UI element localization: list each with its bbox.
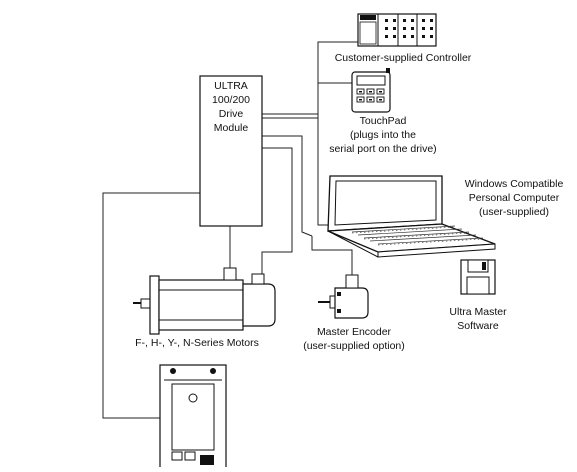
- touchpad-label-line-2: (plugs into the: [350, 129, 416, 141]
- drive-module: ULTRA 100/200 Drive Module: [199, 75, 263, 227]
- laptop-icon: [327, 175, 496, 258]
- shunt-module-icon: [159, 364, 227, 472]
- software-label-line-2: Software: [457, 320, 499, 332]
- drive-module-line-4: Module: [214, 122, 249, 134]
- controller-label: Customer-supplied Controller: [335, 52, 472, 64]
- touchpad-label-line-1: TouchPad: [360, 115, 407, 127]
- touchpad-icon: [351, 68, 391, 113]
- encoder-icon: [318, 274, 369, 319]
- motor-icon: [133, 267, 276, 335]
- drive-module-line-3: Drive: [219, 108, 244, 120]
- computer-label-line-1: Windows Compatible: [465, 178, 564, 190]
- cable-drive-to-motor-feedback: [261, 147, 293, 274]
- cable-encoder-feed: [311, 236, 353, 275]
- floppy-disk-icon: [460, 259, 496, 295]
- controller-icon: [357, 13, 437, 47]
- cable-drive-to-encoder: [262, 135, 313, 237]
- computer-label-line-2: Personal Computer: [469, 192, 560, 204]
- computer-label-line-3: (user-supplied): [479, 206, 549, 218]
- cable-drive-to-touchpad: [262, 82, 352, 119]
- encoder-label-line-2: (user-supplied option): [303, 340, 405, 352]
- touchpad-label-line-3: serial port on the drive): [329, 143, 436, 155]
- drive-module-line-2: 100/200: [212, 94, 250, 106]
- drive-module-line-1: ULTRA: [214, 80, 248, 92]
- software-label-line-1: Ultra Master: [449, 306, 507, 318]
- cable-drive-to-shunt: [102, 192, 200, 419]
- cables: [102, 41, 358, 419]
- motors-label: F-, H-, Y-, N-Series Motors: [135, 337, 259, 349]
- cable-drive-to-controller: [262, 41, 358, 115]
- cable-drive-to-computer: [317, 118, 330, 226]
- encoder-label-line-1: Master Encoder: [317, 326, 392, 338]
- drive-module-box: [199, 75, 263, 227]
